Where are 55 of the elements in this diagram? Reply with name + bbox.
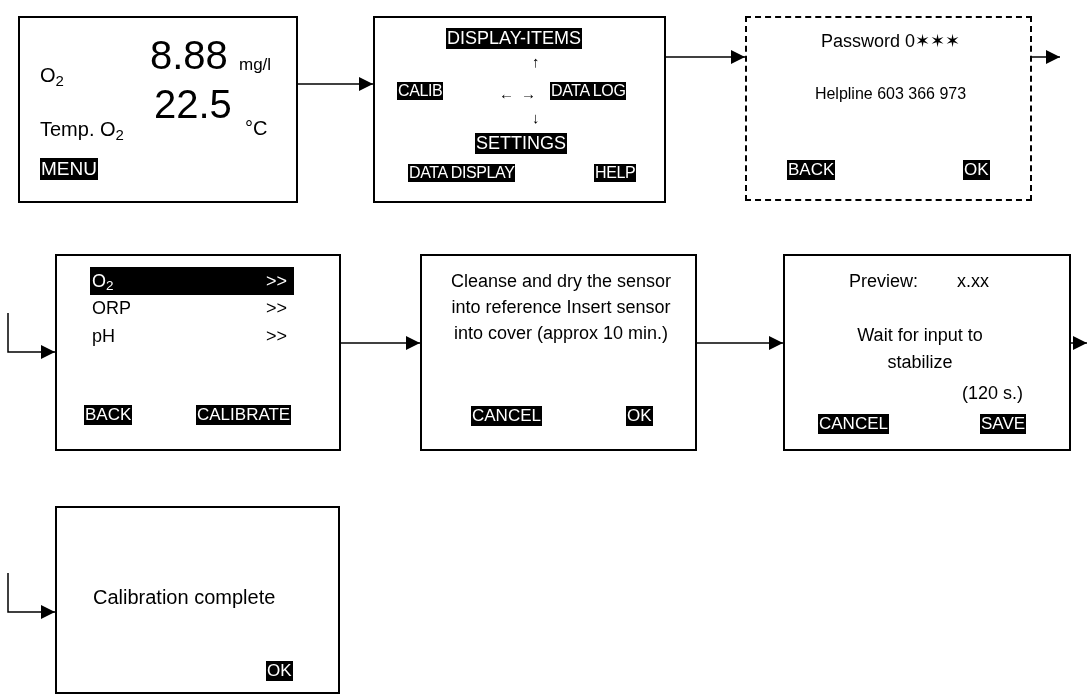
- menu-item-label: HELP: [594, 164, 637, 183]
- softkey-label: MENU: [40, 158, 98, 180]
- arrow-glyph: >>: [266, 325, 288, 348]
- screen-box: [373, 16, 666, 203]
- instruction-text: Cleanse and dry the sensor into reference Insert sensor into cover (approx 10 min.): [449, 270, 673, 345]
- parameter-label: Temp. O$_{2}$: [40, 117, 124, 144]
- arrow: [1031, 50, 1061, 64]
- unit-label: mg/l: [239, 54, 272, 76]
- screen-box: [420, 254, 697, 451]
- reading-value: 8.88: [150, 35, 228, 75]
- preview-value: x.xx: [957, 270, 989, 293]
- arrow: [696, 336, 784, 350]
- arrow-glyph: >>: [266, 297, 288, 320]
- softkey-label: BACK: [787, 160, 836, 180]
- softkey-label: CANCEL: [818, 414, 889, 434]
- softkey-label: CALIBRATE: [196, 405, 292, 425]
- screen-box: [745, 16, 1032, 201]
- arrow: [665, 50, 746, 64]
- screen-box: [55, 506, 340, 694]
- softkey-label: OK: [626, 406, 653, 426]
- arrow: [340, 336, 421, 350]
- screen-box: [55, 254, 341, 451]
- screen-box: [783, 254, 1071, 451]
- softkey-label: BACK: [84, 405, 133, 425]
- parameter-label: O$_{2}$: [40, 63, 64, 90]
- arrow-glyph: ↑: [532, 54, 540, 69]
- screen-box: [18, 16, 298, 203]
- arrow-glyph: ↓: [532, 110, 540, 125]
- status-message: Calibration complete: [93, 585, 276, 610]
- arrow-glyph: →: [521, 86, 536, 101]
- helpline-text: Helpline 603 366 973: [813, 84, 968, 104]
- duration-text: (120 s.): [962, 382, 1024, 405]
- unit-label: °C: [245, 116, 268, 141]
- arrow-glyph: >>: [266, 270, 288, 293]
- menu-item-label: DATA DISPLAY: [408, 164, 516, 183]
- preview-label: Preview:: [849, 270, 919, 293]
- instruction-text: Wait for input to stabilize: [856, 324, 984, 374]
- arrow-glyph: ←: [499, 86, 514, 101]
- softkey-label: OK: [266, 661, 293, 681]
- arrow: [7, 312, 56, 359]
- arrow: [297, 77, 374, 91]
- reading-value: 22.5: [154, 84, 232, 124]
- menu-item-label: SETTINGS: [475, 133, 567, 154]
- menu-item-label: DISPLAY-ITEMS: [446, 28, 583, 49]
- menu-item-label: pH: [92, 325, 115, 348]
- menu-item-label: O$_{2}$: [92, 270, 114, 295]
- arrow: [1070, 336, 1087, 350]
- arrow: [7, 572, 56, 619]
- softkey-label: OK: [963, 160, 990, 180]
- softkey-label: SAVE: [980, 414, 1027, 434]
- softkey-label: CANCEL: [471, 406, 542, 426]
- menu-item-label: DATA LOG: [550, 82, 627, 101]
- menu-item-label: CALIB: [397, 82, 444, 101]
- menu-item-label: ORP: [92, 297, 131, 320]
- password-prompt: Password 0✶✶✶: [819, 30, 961, 53]
